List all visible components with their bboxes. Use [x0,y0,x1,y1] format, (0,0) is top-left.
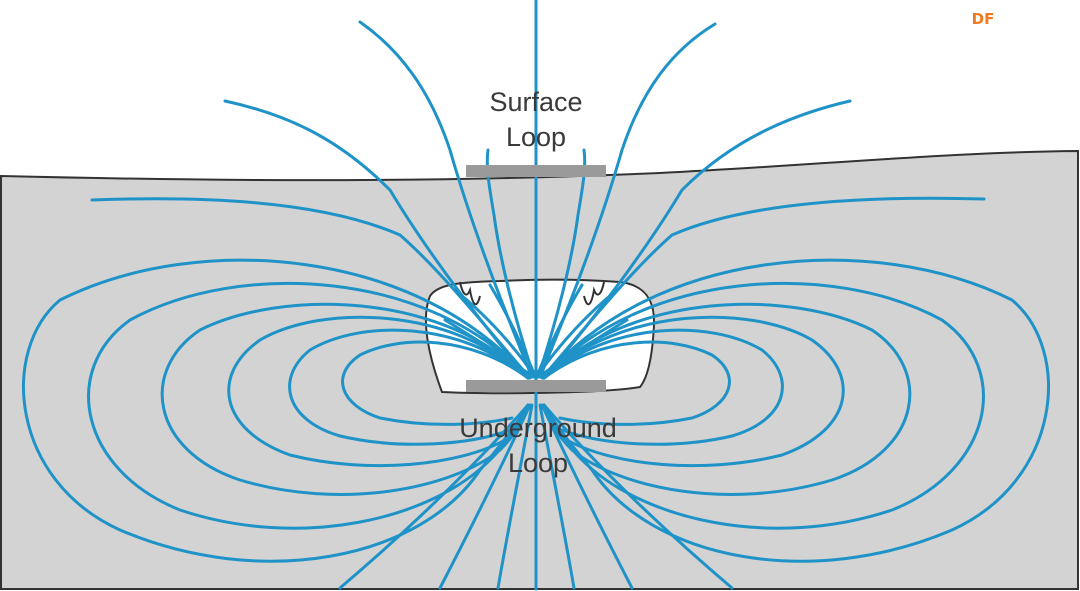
field-line-27 [453,288,538,380]
field-line-16 [542,281,985,530]
field-line-23 [438,403,532,590]
surface-loop-label-line2: Loop [506,122,566,152]
surface-loop-label-line1: Surface [489,87,582,117]
field-line-15 [542,258,1050,563]
field-line-18 [542,315,845,468]
field-line-11 [160,302,530,496]
cavity-squiggle-1 [583,281,605,306]
field-line-13 [288,328,530,446]
cavity-squiggle-0 [459,281,481,306]
field-line-26 [538,403,576,590]
field-line-17 [542,302,912,496]
field-line-30 [534,283,584,380]
field-line-9 [22,258,530,563]
underground-loop-bar [466,380,606,392]
field-lines [22,0,1050,591]
field-line-10 [87,281,530,530]
cavity-squiggles [459,281,605,306]
underground-loop-label-line2: Loop [508,448,568,478]
field-line-20 [542,340,731,426]
field-line-21 [338,403,530,590]
field-line-28 [534,288,619,380]
surface-loop-bar [466,165,606,177]
underground-loop-label-line1: Underground [459,413,617,443]
field-line-22 [542,403,734,590]
field-line-25 [496,403,534,590]
field-line-12 [227,315,530,468]
field-line-29 [488,283,538,380]
field-line-14 [341,340,530,426]
field-line-19 [542,328,784,446]
watermark-logo: DF [972,10,995,28]
field-line-31 [443,318,538,380]
field-line-6 [540,196,986,380]
field-line-24 [540,403,634,590]
field-line-5 [90,197,532,380]
field-line-32 [534,318,629,380]
